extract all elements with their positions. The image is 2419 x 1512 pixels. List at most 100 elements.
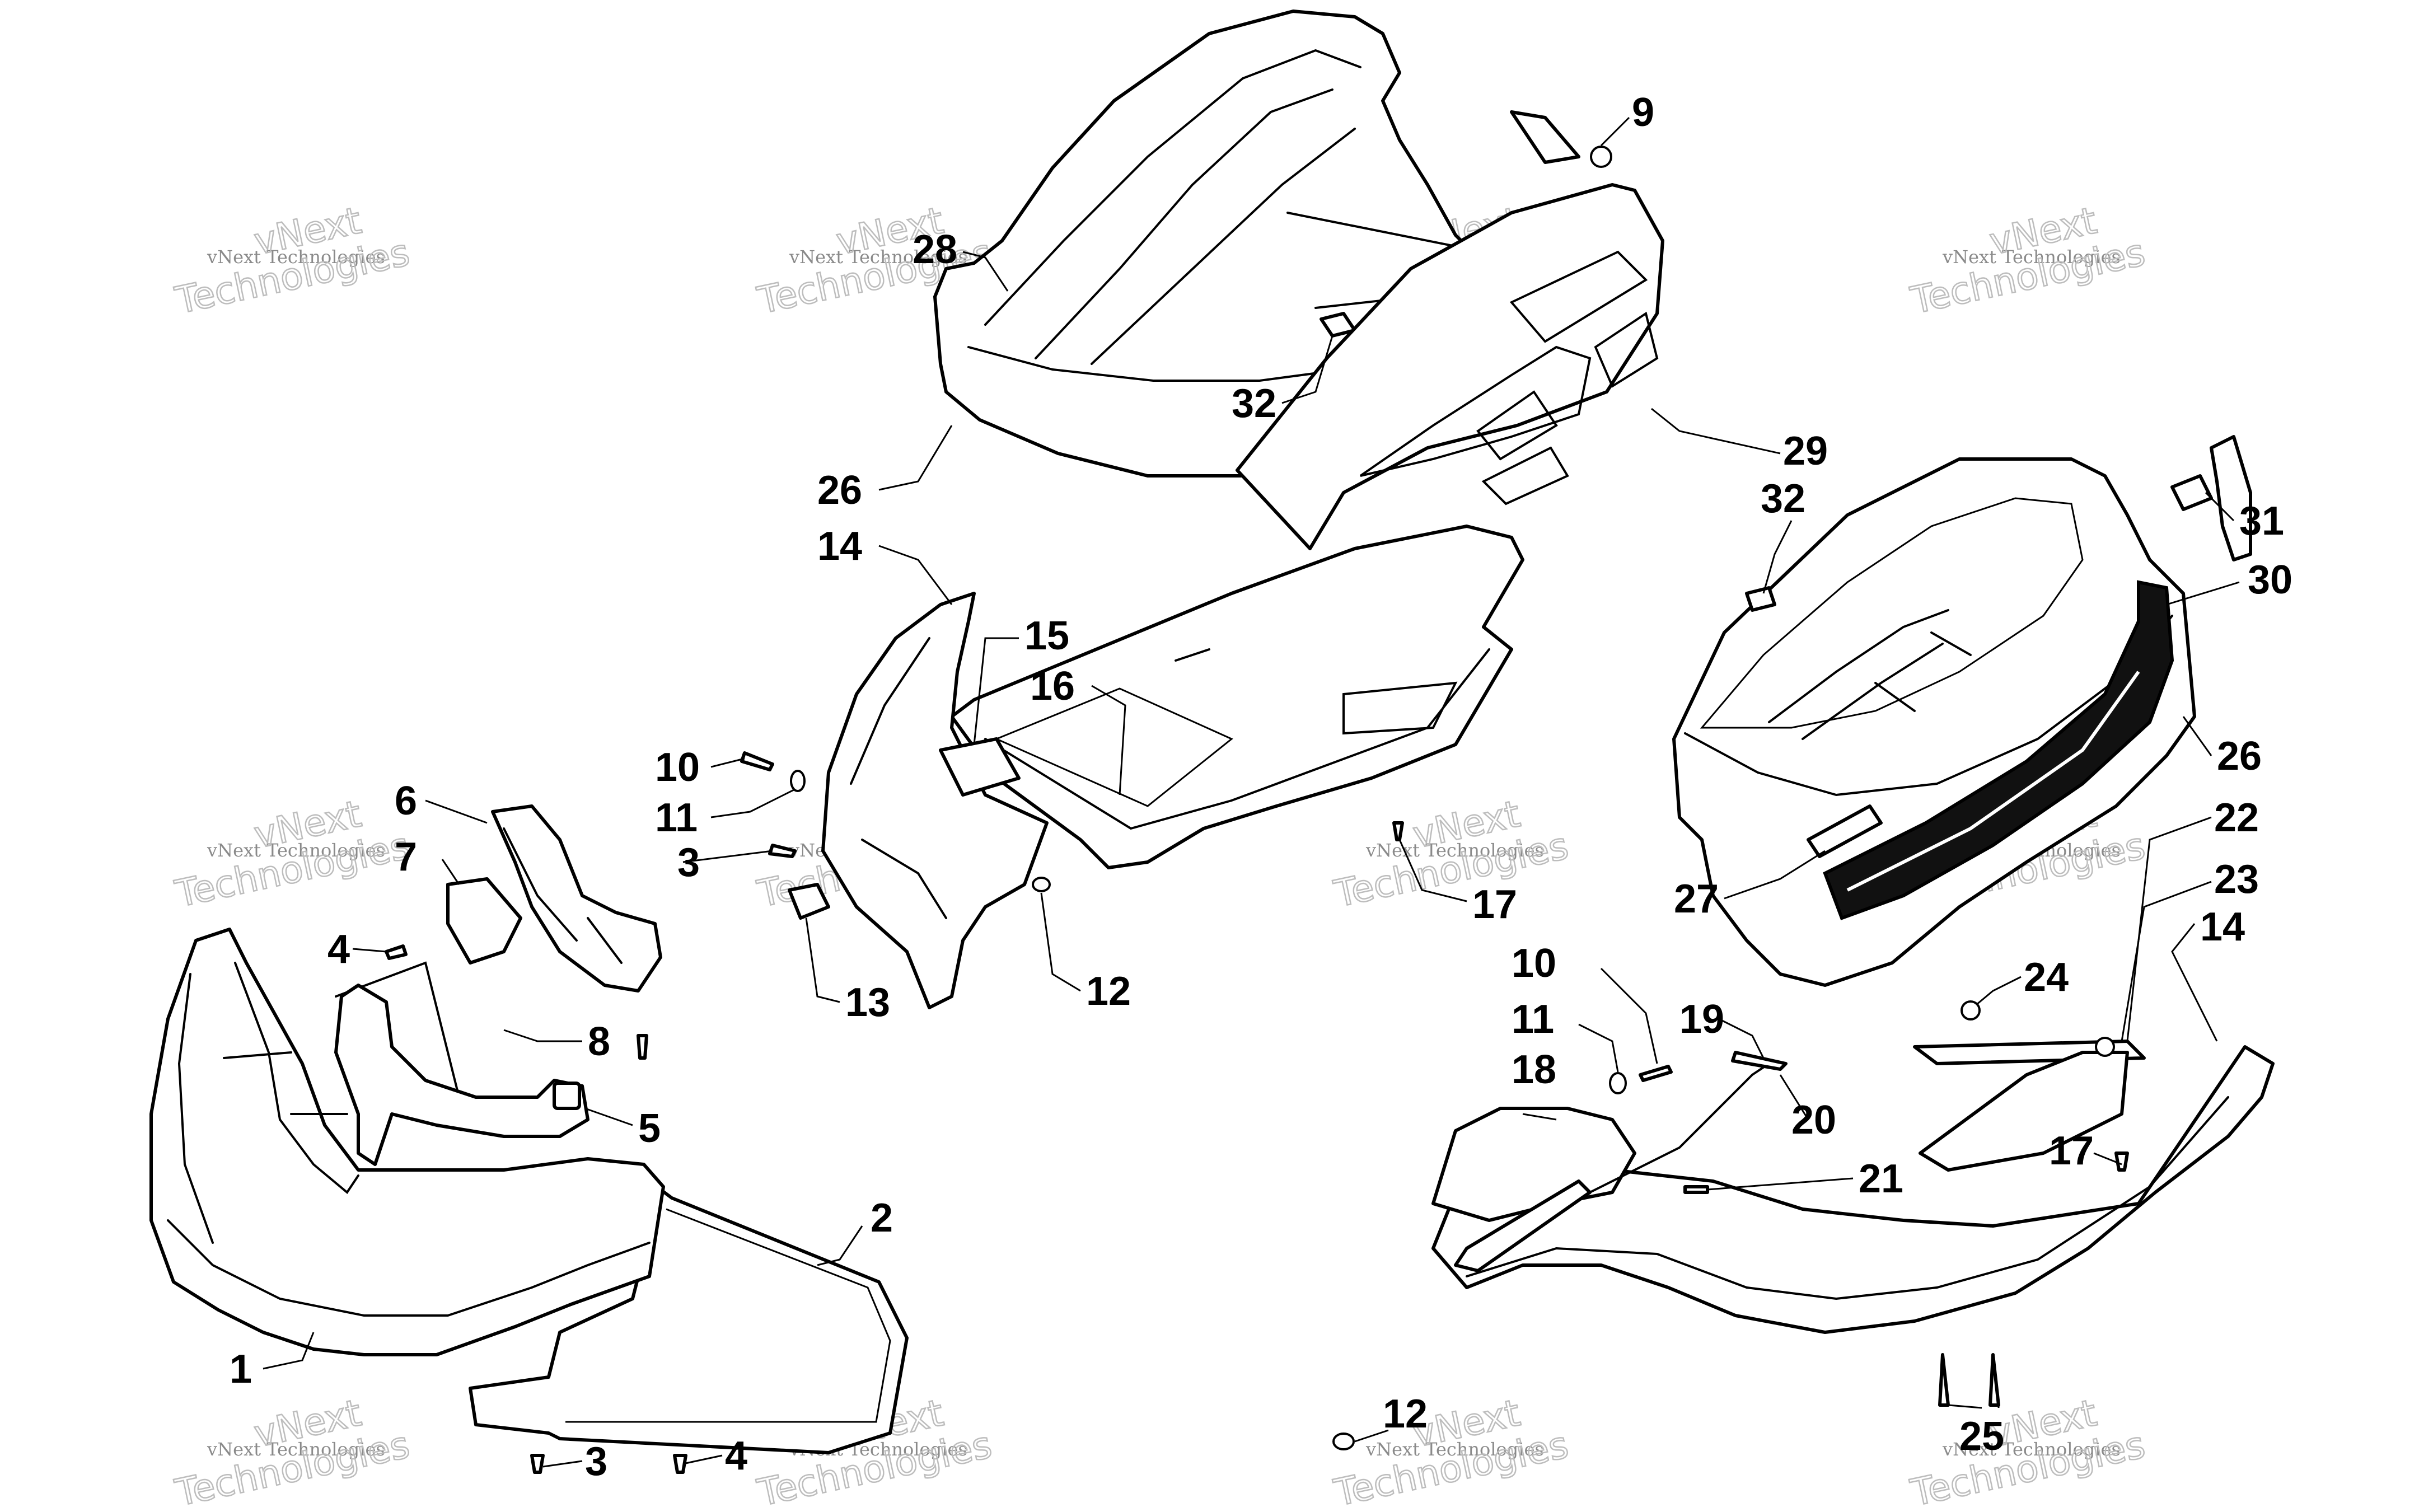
callout-9: 9 — [1632, 90, 1654, 135]
leader-32b — [1762, 520, 1793, 594]
part-11-washer-right — [1609, 1072, 1627, 1094]
part-26-console-mat — [1700, 497, 2084, 729]
callout-17: 17 — [1472, 882, 1517, 927]
callout-3: 3 — [585, 1439, 607, 1484]
part-2-belly-plate — [469, 1188, 909, 1454]
watermark-text: vNext Technologies — [1942, 1439, 2121, 1460]
leader-27 — [1724, 850, 1826, 900]
part-8-pin — [637, 1034, 648, 1060]
part-6-shroud — [491, 804, 662, 993]
watermark: vNext Technologies vNext Technologies — [171, 792, 414, 916]
part-17-fastener-right — [2114, 1151, 2129, 1172]
part-16-floor-edge — [984, 648, 1490, 830]
leader-8 — [503, 1029, 582, 1042]
callout-18: 18 — [1512, 1047, 1556, 1092]
part-16-floor-ribs — [1175, 648, 1458, 735]
part-12-nut-right — [1332, 1433, 1355, 1450]
part-21-screw — [1683, 1185, 1709, 1194]
part-29-mat-pad-3 — [1509, 250, 1659, 388]
callout-3: 3 — [677, 840, 700, 885]
part-6-shroud-detail — [503, 827, 623, 964]
leader-20 — [1779, 1074, 1809, 1120]
console-assembly — [1672, 435, 2252, 987]
callout-31: 31 — [2239, 499, 2284, 544]
part-11-washer — [790, 770, 806, 792]
callout-2: 2 — [871, 1196, 893, 1241]
watermark-text: vNext Technologies — [1365, 840, 1544, 861]
part-30-decal — [1823, 580, 2174, 920]
part-17-fastener-center — [1392, 821, 1404, 841]
callout-14: 14 — [2200, 905, 2245, 949]
part-25-rivet-a — [1938, 1353, 1950, 1407]
bumper-assembly — [149, 804, 909, 1454]
leader-10b — [1600, 967, 1658, 1064]
callout-4: 4 — [327, 927, 350, 972]
part-20-pin — [1731, 1051, 1788, 1071]
part-26-hood-channel — [984, 49, 1361, 326]
leader-25a — [1948, 1404, 1982, 1409]
leader-19 — [1718, 1018, 1765, 1059]
leader-21 — [1707, 1177, 1854, 1191]
callout-7: 7 — [395, 835, 417, 879]
callout-23: 23 — [2214, 857, 2259, 902]
watermark: vNext Technologies vNext Technologies — [171, 1391, 414, 1512]
part-4-screw-upper — [385, 944, 408, 960]
watermark-text: vNext Technologies — [1942, 246, 2121, 268]
leader-14a — [878, 545, 953, 605]
callout-21: 21 — [1859, 1157, 1903, 1201]
callout-25: 25 — [1959, 1414, 2004, 1459]
callout-17: 17 — [2049, 1129, 2094, 1173]
part-2-rivet-line — [565, 1208, 891, 1423]
callout-28: 28 — [913, 227, 957, 272]
leader-7 — [441, 859, 460, 885]
part-10-screw-right — [1639, 1065, 1673, 1082]
part-27-emblem — [1807, 804, 1883, 858]
callout-22: 22 — [2214, 795, 2259, 840]
part-26-console — [1672, 457, 2196, 987]
part-3-screw-lower — [530, 1454, 545, 1474]
callout-12: 12 — [1383, 1392, 1428, 1436]
callout-4: 4 — [725, 1434, 747, 1478]
side-panel-assembly — [740, 525, 1524, 1009]
part-30-decal-stripe — [1846, 671, 2140, 892]
leader-22 — [2126, 816, 2212, 1042]
leader-23 — [2121, 881, 2212, 1042]
callout-26: 26 — [817, 468, 862, 513]
leader-1 — [263, 1332, 315, 1370]
part-1-bumper — [149, 928, 665, 1356]
watermark: vNext Technologies vNext Technologies — [1906, 1391, 2149, 1512]
part-16-floor-liner — [994, 687, 1233, 807]
part-29-mat-pad-2 — [1476, 390, 1569, 505]
callout-13: 13 — [845, 980, 890, 1025]
part-23-skid — [1919, 1051, 2129, 1172]
part-31-handle-base — [2170, 474, 2213, 511]
callout-11: 11 — [1512, 997, 1554, 1042]
callout-5: 5 — [638, 1106, 661, 1151]
callout-24: 24 — [2024, 955, 2069, 1000]
leader-12b — [1354, 1429, 1389, 1443]
part-31-handle — [2210, 435, 2252, 561]
part-19-rod-link — [1589, 1062, 1770, 1193]
part-26-hood-channel-3 — [1091, 128, 1356, 365]
part-13-clip — [788, 883, 830, 920]
leader-31 — [2205, 491, 2235, 522]
callout-32: 32 — [1761, 476, 1805, 521]
part-1-inner-shell — [234, 962, 359, 1194]
part-10-screw — [740, 751, 774, 771]
callout-12: 12 — [1086, 969, 1131, 1014]
callout-29: 29 — [1783, 429, 1828, 474]
callout-10: 10 — [1512, 941, 1556, 986]
watermark-text: vNext Technologies — [1365, 1439, 1544, 1460]
watermark-text: vNext Technologies — [207, 840, 385, 861]
callout-10: 10 — [655, 745, 700, 790]
callout-1: 1 — [230, 1347, 252, 1392]
part-14-side-panel-edge — [850, 637, 947, 919]
callout-20: 20 — [1791, 1098, 1836, 1143]
part-26-console-mat-pads — [1768, 609, 1972, 740]
leader-lines — [263, 116, 2240, 1468]
part-32-clip-right — [1745, 586, 1776, 612]
part-25-rivet-b — [1988, 1353, 2000, 1407]
leader-3b — [542, 1460, 583, 1468]
leader-15 — [973, 637, 1019, 745]
